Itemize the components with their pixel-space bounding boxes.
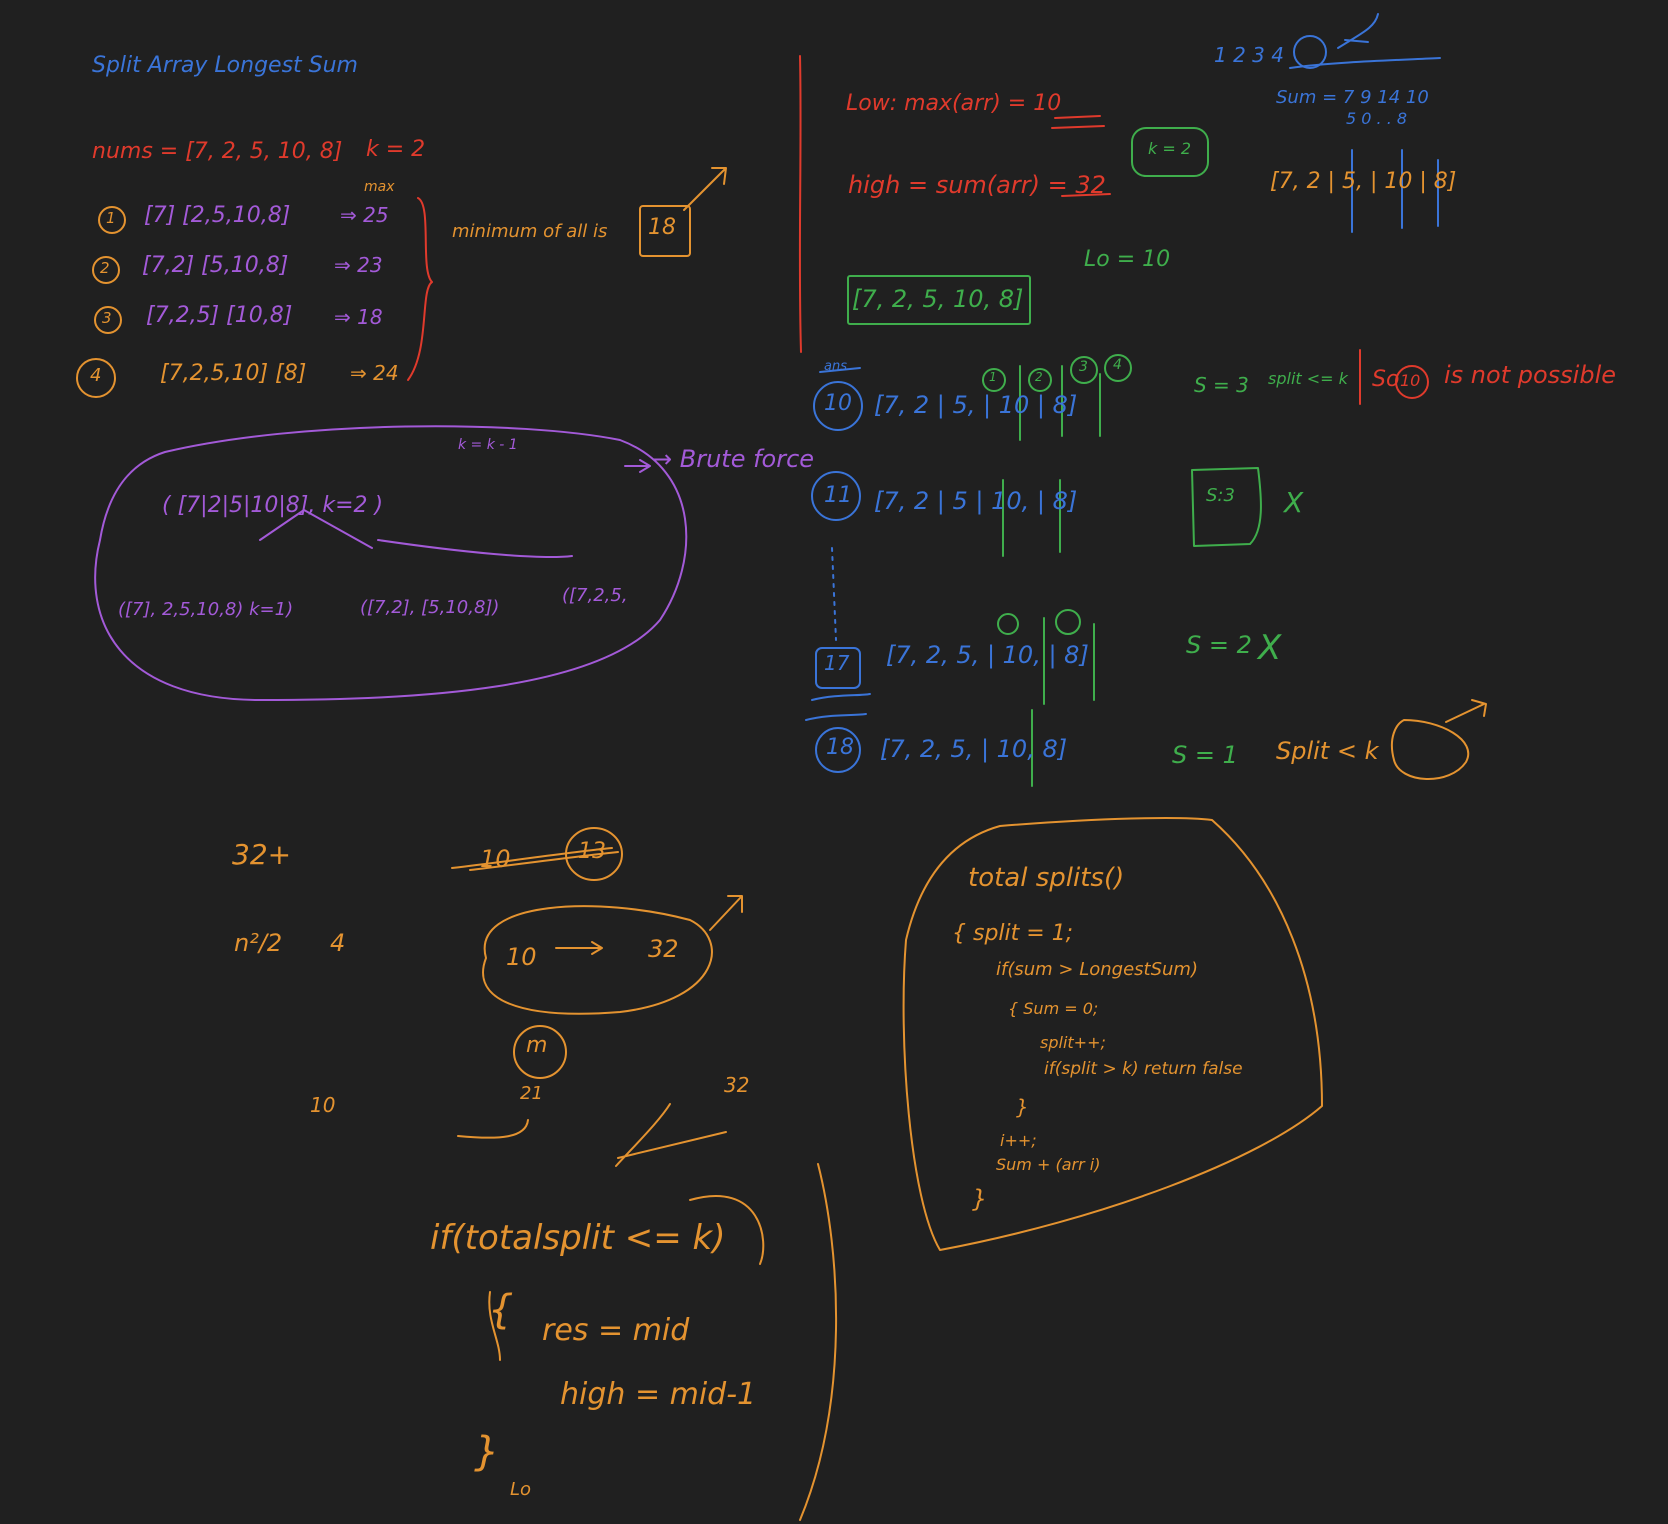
scratch-four: 4	[330, 929, 346, 957]
option-num: 1	[106, 209, 116, 227]
not-possible-text: is not possible	[1444, 361, 1616, 389]
min-arrow	[683, 167, 727, 211]
top-scribble: 1 2 3 4	[1214, 43, 1284, 67]
nums-line: nums = [7, 2, 5, 10, 8]	[92, 139, 343, 164]
so-text: So	[1372, 367, 1400, 392]
option-result: ⇒ 23	[334, 253, 383, 277]
min-box	[639, 205, 691, 257]
option-parts: [7,2,5,10] [8]	[160, 361, 307, 386]
mid-small: 21	[520, 1083, 543, 1104]
mid-array: [7, 2 | 5, | 10 | 8]	[874, 391, 1078, 419]
option-num: 3	[102, 309, 112, 327]
split-note: split <= k	[1268, 369, 1348, 388]
brute-force-label: → Brute force	[652, 445, 815, 473]
recursion-blob	[94, 425, 688, 701]
low-formula: Low: max(arr) = 10	[846, 91, 1062, 116]
split-count: S = 3	[1194, 373, 1249, 397]
code-high-line: high = mid-1	[560, 1377, 757, 1412]
code-split-inc: split++;	[1040, 1033, 1106, 1052]
mid-array: [7, 2, 5, | 10, 8]	[880, 735, 1068, 763]
code-res-line: res = mid	[542, 1313, 690, 1348]
circle-mark-4: 4	[1113, 357, 1122, 373]
circle-mark-3: 3	[1079, 359, 1088, 375]
mid-value: 11	[824, 483, 852, 508]
recursion-kk: k = k - 1	[458, 437, 518, 453]
code-i-inc: i++;	[1000, 1131, 1037, 1150]
option-result: ⇒ 18	[334, 305, 383, 329]
recursion-child-2: ([7,2], [5,10,8])	[360, 597, 500, 618]
option-parts: [7,2,5] [10,8]	[146, 303, 293, 328]
high-formula: high = sum(arr) = 32	[848, 171, 1106, 199]
sum-sub: 5 0 . . 8	[1346, 109, 1408, 128]
sum-scribble: Sum = 7 9 14 10	[1276, 87, 1429, 108]
minimum-text: minimum of all is	[452, 221, 608, 242]
code-return-false: if(split > k) return false	[1044, 1059, 1243, 1079]
code-if-sum: if(sum > LongestSum)	[996, 959, 1198, 980]
option-result: ⇒ 25	[340, 203, 389, 227]
top-array: [7, 2 | 5, | 10 | 8]	[1270, 169, 1457, 194]
split-count: S = 1	[1172, 741, 1238, 769]
dots-right: 32	[724, 1073, 750, 1097]
k-box	[1131, 127, 1209, 177]
ans-label: ans	[824, 359, 847, 374]
circle-mark-2: 2	[1035, 370, 1043, 384]
recursion-root: ( [7|2|5|10|8], k=2 )	[162, 493, 384, 518]
split-count: S = 2	[1186, 631, 1252, 659]
range-hi: 32	[648, 935, 679, 963]
k-value: k = 2	[366, 137, 426, 162]
k-box-label: k = 2	[1148, 139, 1192, 158]
code-open-brace: {	[488, 1287, 514, 1333]
option-parts: [7,2] [5,10,8]	[142, 253, 289, 278]
code-box	[902, 817, 1323, 1251]
code-sum-reset: { Sum = 0;	[1008, 999, 1099, 1018]
mid-array: [7, 2, 5, | 10, | 8]	[886, 641, 1089, 669]
scratch-32: 32+	[232, 838, 292, 871]
mid-value: 18	[826, 735, 854, 760]
page-title: Split Array Longest Sum	[92, 53, 358, 78]
minimum-value: 18	[648, 215, 676, 240]
mid-value: 10	[824, 391, 852, 416]
code-if-line: if(totalsplit <= k)	[430, 1218, 726, 1258]
so-circle-value: 10	[1400, 371, 1421, 390]
code-close-brace: }	[474, 1429, 500, 1475]
reject-mark: X	[1284, 486, 1304, 519]
code-lo: Lo	[510, 1479, 532, 1500]
split-count: S:3	[1206, 485, 1235, 506]
recursion-child-1: ([7], 2,5,10,8) k=1)	[118, 599, 294, 620]
mid-array: [7, 2 | 5 | 10, | 8]	[874, 487, 1078, 515]
code-close-outer: }	[972, 1185, 988, 1213]
circle-mark-1: 1	[989, 370, 997, 384]
divider-line	[798, 55, 802, 353]
range-lo: 10	[506, 943, 537, 971]
fn-total-splits: total splits()	[968, 863, 1125, 893]
max-label: max	[364, 179, 395, 195]
option-result: ⇒ 24	[350, 361, 399, 385]
mid-circle: m	[526, 1033, 548, 1058]
scratch-crossed-10: 10	[480, 845, 511, 873]
recursion-child-3: ([7,2,5,	[562, 585, 628, 606]
reject-mark: X	[1258, 628, 1282, 668]
mid-value: 17	[824, 651, 850, 675]
option-num: 2	[100, 259, 110, 277]
code-sum-add: Sum + (arr i)	[996, 1155, 1101, 1174]
scratch-13: 13	[578, 839, 606, 864]
dots-left: 10	[310, 1093, 336, 1117]
option-num: 4	[90, 365, 102, 386]
option-parts: [7] [2,5,10,8]	[144, 203, 291, 228]
scratch-n-half: n²/2	[234, 929, 283, 957]
split-note: Split < k	[1276, 737, 1379, 765]
lo-label: Lo = 10	[1084, 247, 1171, 272]
options-bracket	[407, 197, 433, 381]
code-split-init: { split = 1;	[952, 921, 1074, 946]
code-close-inner: }	[1016, 1095, 1029, 1119]
array-display: [7, 2, 5, 10, 8]	[852, 285, 1024, 313]
